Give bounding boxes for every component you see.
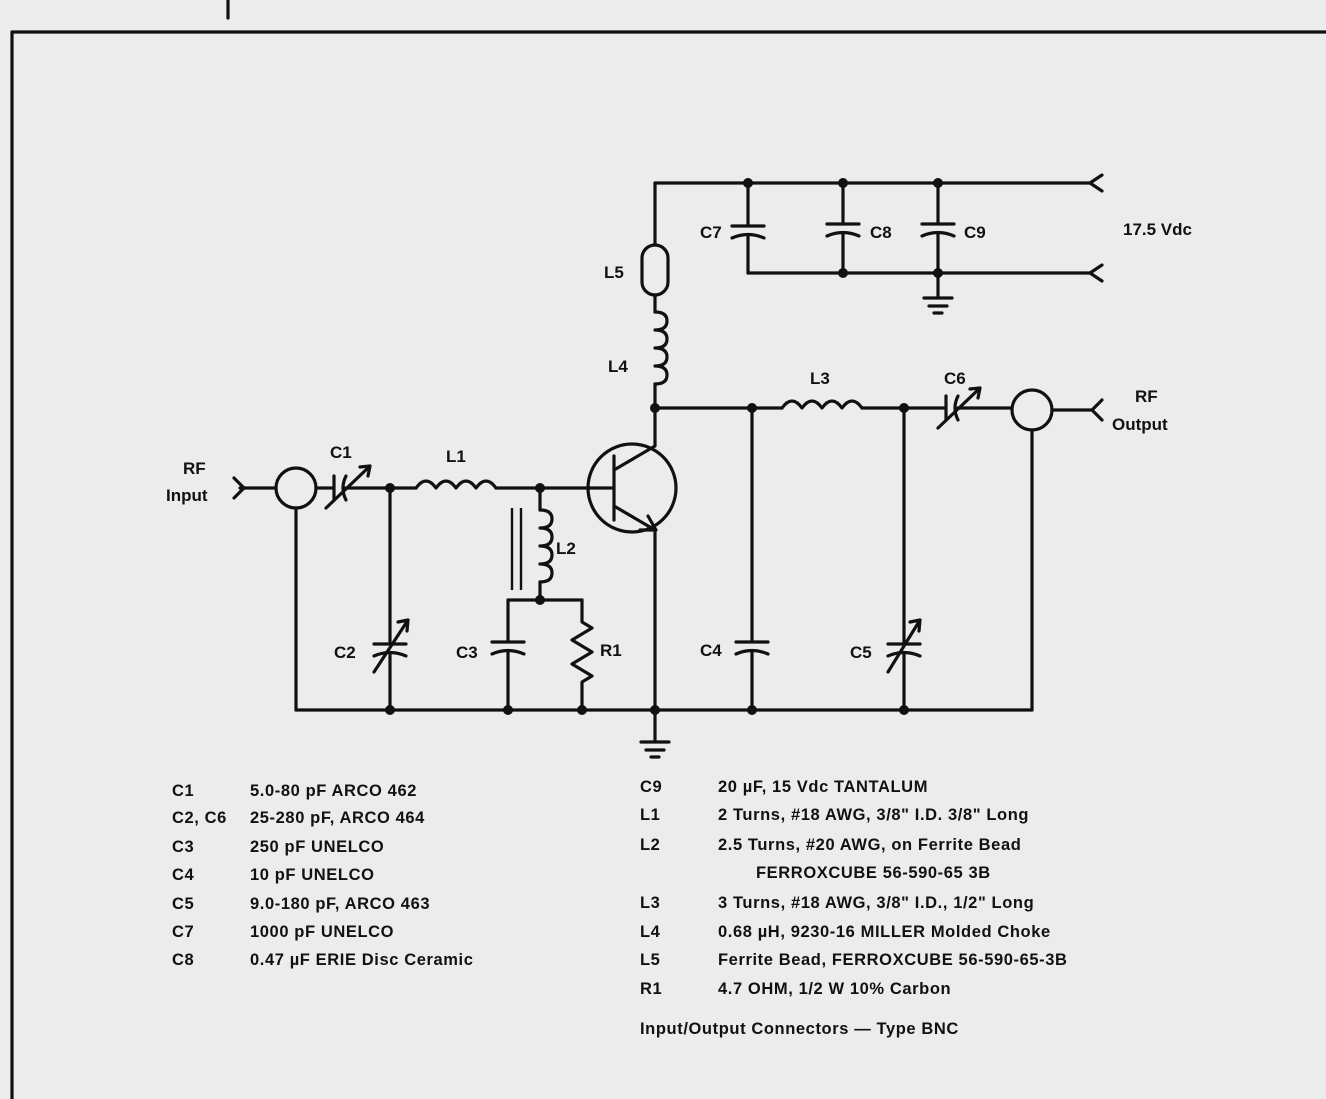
parts-desc: 20 µF, 15 Vdc TANTALUM [718,778,928,796]
parts-desc: 2 Turns, #18 AWG, 3/8" I.D. 3/8" Long [718,806,1029,824]
label-l2: L2 [556,539,576,558]
supply-voltage-label: 17.5 Vdc [1123,220,1192,239]
parts-desc: 25-280 pF, ARCO 464 [250,809,425,827]
rf-output-label-2: Output [1112,415,1168,434]
component-labels: RF Input RF Output 17.5 Vdc C1 C2 C3 C4 … [166,220,1192,662]
label-c3: C3 [456,643,478,662]
rf-input-label-1: RF [183,459,206,478]
parts-desc: 0.47 µF ERIE Disc Ceramic [250,951,474,969]
parts-list-left: C1 5.0-80 pF ARCO 462 C2, C6 25-280 pF, … [172,782,474,969]
parts-ref: C4 [172,866,195,884]
parts-desc: 9.0-180 pF, ARCO 463 [250,895,430,913]
label-c4: C4 [700,641,722,660]
parts-desc: 2.5 Turns, #20 AWG, on Ferrite Bead [718,836,1021,854]
parts-ref: C5 [172,895,194,913]
connectors-note: Input/Output Connectors — Type BNC [640,1020,959,1038]
parts-ref: C1 [172,782,194,800]
label-c2: C2 [334,643,356,662]
parts-ref: L5 [640,951,660,969]
parts-ref: R1 [640,980,662,998]
label-c8: C8 [870,223,892,242]
parts-desc: 5.0-80 pF ARCO 462 [250,782,417,800]
output-network [650,386,1104,712]
parts-desc: 0.68 µH, 9230-16 MILLER Molded Choke [718,923,1051,941]
parts-desc: Ferrite Bead, FERROXCUBE 56-590-65-3B [718,951,1068,969]
transistor-q1 [538,406,678,712]
parts-ref: C7 [172,923,194,941]
parts-ref: L2 [640,836,660,854]
parts-ref: C2, C6 [172,809,227,827]
parts-ref: L1 [640,806,660,824]
parts-desc: 3 Turns, #18 AWG, 3/8" I.D., 1/2" Long [718,894,1034,912]
ground-rail [294,705,1034,759]
parts-desc: 4.7 OHM, 1/2 W 10% Carbon [718,980,951,998]
supply-network [653,173,1104,315]
parts-desc: 1000 pF UNELCO [250,923,394,941]
label-l4: L4 [608,357,628,376]
parts-ref: L4 [640,923,661,941]
label-c6: C6 [944,369,966,388]
collector-feed [640,243,670,410]
parts-ref: C9 [640,778,662,796]
parts-desc: 10 pF UNELCO [250,866,375,884]
label-c1: C1 [330,443,352,462]
parts-ref: C3 [172,838,194,856]
parts-ref: L3 [640,894,660,912]
rf-input-label-2: Input [166,486,208,505]
label-r1: R1 [600,641,622,660]
rf-output-label-1: RF [1135,387,1158,406]
parts-ref: C8 [172,951,194,969]
parts-desc: FERROXCUBE 56-590-65 3B [756,864,991,882]
label-l5: L5 [604,263,624,282]
parts-desc: 250 pF UNELCO [250,838,384,856]
label-c9: C9 [964,223,986,242]
label-l3: L3 [810,369,830,388]
input-network [232,464,594,712]
label-c7: C7 [700,223,722,242]
parts-list-right: C9 20 µF, 15 Vdc TANTALUM L1 2 Turns, #1… [640,778,1068,1038]
label-c5: C5 [850,643,872,662]
label-l1: L1 [446,447,466,466]
